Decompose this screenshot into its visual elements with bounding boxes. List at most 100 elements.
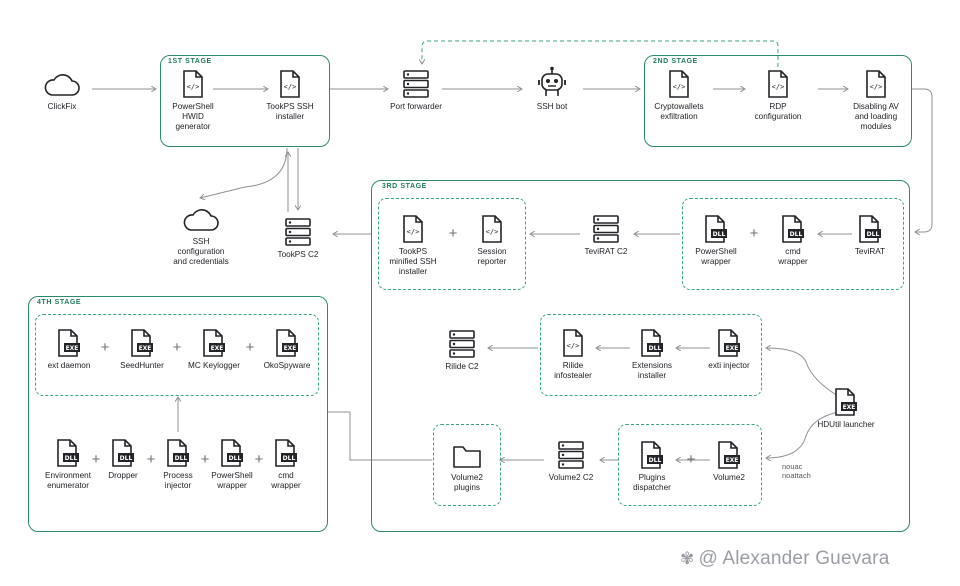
plugins-dispatcher-label: Plugins dispatcher [633, 473, 671, 492]
node-environment-enumerator: DLL Environment enumerator [13, 439, 123, 491]
plus-sign: + [100, 339, 110, 356]
cmd-wrapper-3-label: cmd wrapper [778, 247, 808, 266]
node-tookps-minified-installer: </> TookPS minified SSH installer [358, 215, 468, 277]
node-cryptowallets-exfiltration: </> Cryptowallets exfiltration [624, 70, 734, 122]
rilide-c2-label: Rilide C2 [445, 362, 479, 371]
rilide-infostealer-label: Rilide infostealer [554, 361, 592, 380]
node-mc-keylogger: EXE MC Keylogger [159, 329, 269, 371]
node-ssh-configuration: SSH configuration and credentials [146, 207, 256, 267]
script-file-icon: </> [669, 70, 689, 98]
svg-text:DLL: DLL [120, 455, 133, 462]
arrow-hdutil-to-volume2 [766, 411, 839, 458]
environment-enumerator-label: Environment enumerator [45, 471, 91, 490]
node-hdutil-launcher: EXE HDUtil launcher [791, 388, 901, 430]
exe-file-icon: EXE [131, 329, 153, 357]
plus-sign: + [749, 225, 759, 242]
port-forwarder-label: Port forwarder [390, 102, 442, 111]
server-icon [403, 70, 429, 98]
node-process-injector: DLL Process injector [123, 439, 233, 491]
node-seedhunter: EXE SeedHunter [87, 329, 197, 371]
watermark-text: @ Alexander Guevara [698, 548, 890, 569]
volume2-label: Volume2 [713, 473, 745, 482]
svg-text:EXE: EXE [284, 345, 297, 352]
node-session-reporter: </> Session reporter [437, 215, 547, 267]
group-tookps-session [378, 198, 526, 290]
exe-file-icon: EXE [718, 329, 740, 357]
powershell-hwid-generator-label: PowerShell HWID generator [172, 102, 214, 131]
stage-2-title: 2ND STAGE [653, 58, 698, 65]
disabling-av-label: Disabling AV and loading modules [853, 102, 899, 131]
group-stage4-modules [35, 314, 319, 396]
plus-sign: + [91, 451, 101, 468]
group-volume2-plugins [433, 424, 501, 506]
exe-file-icon: EXE [58, 329, 80, 357]
node-powershell-wrapper-4: DLL PowerShell wrapper [177, 439, 287, 491]
server-icon [593, 215, 619, 243]
dll-file-icon: DLL [641, 441, 663, 469]
node-rilide-infostealer: </> Rilide infostealer [518, 329, 628, 381]
plus-sign: + [245, 339, 255, 356]
node-volume2-c2: Volume2 C2 [516, 441, 626, 483]
svg-text:EXE: EXE [139, 345, 152, 352]
node-dropper: DLL Dropper [68, 439, 178, 481]
script-file-icon: </> [280, 70, 300, 98]
cloud-icon [183, 209, 219, 231]
script-file-icon: </> [563, 329, 583, 357]
mc-keylogger-label: MC Keylogger [188, 361, 240, 370]
dll-file-icon: DLL [112, 439, 134, 467]
node-exti-injector: EXE exti injector [674, 329, 784, 371]
exe-file-icon: EXE [203, 329, 225, 357]
volume2-c2-label: Volume2 C2 [548, 473, 594, 482]
node-plugins-dispatcher: DLL Plugins dispatcher [597, 441, 707, 493]
dll-file-icon: DLL [221, 439, 243, 467]
stage-4-title: 4TH STAGE [37, 299, 82, 306]
script-file-icon: </> [768, 70, 788, 98]
node-okospyware: EXE OkoSpyware [232, 329, 342, 371]
svg-text:EXE: EXE [66, 345, 79, 352]
extensions-installer-label: Extensions installer [631, 361, 673, 380]
dll-file-icon: DLL [782, 215, 804, 243]
arrow-plugins-to-stage4 [328, 411, 432, 461]
svg-text:DLL: DLL [649, 457, 662, 464]
arrow-stage1-to-ssh-config [200, 147, 288, 198]
svg-text:</>: </> [870, 83, 883, 91]
volume2-plugins-label: Volume2 plugins [451, 473, 483, 492]
script-file-icon: </> [866, 70, 886, 98]
node-tookps-ssh-installer: </> TookPS SSH installer [235, 70, 345, 122]
svg-text:DLL: DLL [229, 455, 242, 462]
node-cmd-wrapper-3: DLL cmd wrapper [738, 215, 848, 267]
node-powershell-wrapper-3: DLL PowerShell wrapper [661, 215, 771, 267]
dll-file-icon: DLL [275, 439, 297, 467]
svg-text:</>: </> [486, 228, 499, 236]
node-tookps-c2: TookPS C2 [243, 218, 353, 260]
powershell-wrapper-4-label: PowerShell wrapper [211, 471, 253, 490]
node-disabling-av: </> Disabling AV and loading modules [821, 70, 931, 132]
svg-text:DLL: DLL [65, 455, 78, 462]
svg-text:EXE: EXE [211, 345, 224, 352]
nouac-noattach-note: nouac noattach [782, 462, 811, 480]
session-reporter-label: Session reporter [477, 247, 507, 266]
svg-text:DLL: DLL [283, 455, 296, 462]
script-file-icon: </> [482, 215, 502, 243]
svg-text:DLL: DLL [790, 231, 803, 238]
group-tevirat [682, 198, 904, 290]
hdutil-launcher-label: HDUtil launcher [817, 420, 875, 429]
group-volume2 [618, 424, 762, 506]
node-rilide-c2: Rilide C2 [407, 330, 517, 372]
dll-file-icon: DLL [167, 439, 189, 467]
seedhunter-label: SeedHunter [120, 361, 164, 370]
node-ssh-bot: SSH bot [497, 66, 607, 112]
stage-1-box [160, 55, 330, 147]
exti-injector-label: exti injector [708, 361, 750, 370]
svg-text:</>: </> [187, 83, 200, 91]
tevirat-label: TeviRAT [854, 247, 886, 256]
svg-text:EXE: EXE [843, 404, 856, 411]
node-ext-daemon: EXE ext daemon [14, 329, 124, 371]
script-file-icon: </> [403, 215, 423, 243]
tookps-minified-installer-label: TookPS minified SSH installer [389, 247, 437, 276]
plus-sign: + [686, 451, 696, 468]
svg-text:EXE: EXE [726, 345, 739, 352]
bot-icon [538, 66, 566, 96]
folder-icon [453, 446, 481, 468]
